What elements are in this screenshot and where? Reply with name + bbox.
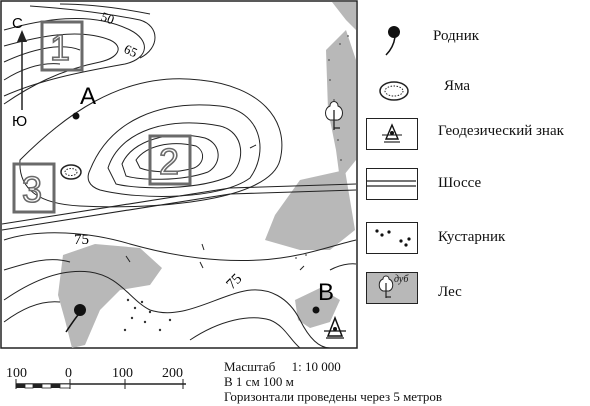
squares	[12, 20, 192, 214]
legend-shrubs-box	[366, 222, 418, 254]
contour-ticks	[125, 144, 305, 271]
caption-unit: В 1 см 100 м	[224, 374, 294, 389]
legend-item-geodetic-sign: Геодезический знак	[360, 118, 590, 158]
legend-geodetic-box	[366, 118, 418, 150]
contour-lines	[3, 3, 357, 349]
legend-item-spring: Родник	[360, 22, 590, 62]
highway[interactable]	[1, 183, 357, 231]
square-1	[40, 20, 84, 72]
compass-arrow-icon	[17, 30, 27, 42]
legend-label-geodetic-sign: Геодезический знак	[438, 123, 564, 139]
legend-forest-box: дуб	[366, 272, 418, 304]
legend-label-pit: Яма	[444, 78, 471, 94]
legend-tree-icon	[378, 275, 394, 298]
legend-highway-icon	[367, 180, 416, 187]
legend-item-highway: Шоссе	[360, 168, 590, 208]
legend-label-shrubs: Кустарник	[438, 229, 506, 245]
forest-areas	[58, 2, 356, 348]
scale-label-100-right: 100	[112, 366, 133, 381]
topographic-map: 50 65 75 75 С Ю 1 2 3 А В	[0, 0, 358, 349]
square-labels: 1 2 3	[21, 26, 180, 211]
legend-item-pit: Яма	[360, 74, 590, 114]
contour-label-65: 65	[122, 41, 140, 60]
compass: С Ю	[12, 15, 27, 130]
legend-label-highway: Шоссе	[438, 175, 482, 191]
pit-icon	[60, 164, 82, 180]
square-label-1: 1	[50, 27, 70, 68]
point-a-label: А	[80, 83, 96, 110]
legend-forest-icon-text: дуб	[394, 274, 409, 285]
legend-item-shrubs: Кустарник	[360, 222, 590, 262]
shrub-dots	[123, 298, 172, 332]
legend-shrubs-icon	[375, 229, 411, 247]
contour-label-50: 50	[99, 9, 116, 28]
legend-label-spring: Родник	[433, 28, 480, 44]
scale-bar	[15, 379, 186, 389]
spring-icon	[65, 304, 86, 333]
legend-spring-icon	[385, 26, 400, 56]
scale-label-200: 200	[162, 366, 183, 381]
caption-scale: Масштаб 1: 10 000	[224, 359, 341, 374]
point-b-label: В	[318, 279, 334, 306]
contour-label-75-west: 75	[74, 232, 89, 248]
compass-south-label: Ю	[12, 113, 27, 130]
square-label-2: 2	[159, 141, 179, 182]
caption-contour-interval: Горизонтали проведены через 5 метров	[224, 389, 443, 404]
point-a[interactable]: А	[72, 83, 97, 120]
legend-label-forest: Лес	[438, 284, 462, 300]
scale-label-100-left: 100	[6, 366, 27, 381]
legend-geodetic-sign-icon	[382, 123, 402, 143]
point-b[interactable]: В	[312, 279, 335, 314]
square-3	[12, 162, 56, 214]
point-b-marker	[312, 306, 320, 314]
tree-icon	[325, 101, 343, 130]
square-2	[148, 134, 192, 186]
legend-item-forest: дуб Лес	[360, 272, 590, 312]
scale-label-0: 0	[65, 366, 72, 381]
legend-pit-icon	[379, 81, 409, 101]
legend-highway-box	[366, 168, 418, 200]
geodetic-sign-icon	[324, 315, 346, 339]
compass-north-label: С	[12, 15, 23, 32]
square-label-3: 3	[22, 169, 42, 210]
point-a-marker	[72, 112, 80, 120]
